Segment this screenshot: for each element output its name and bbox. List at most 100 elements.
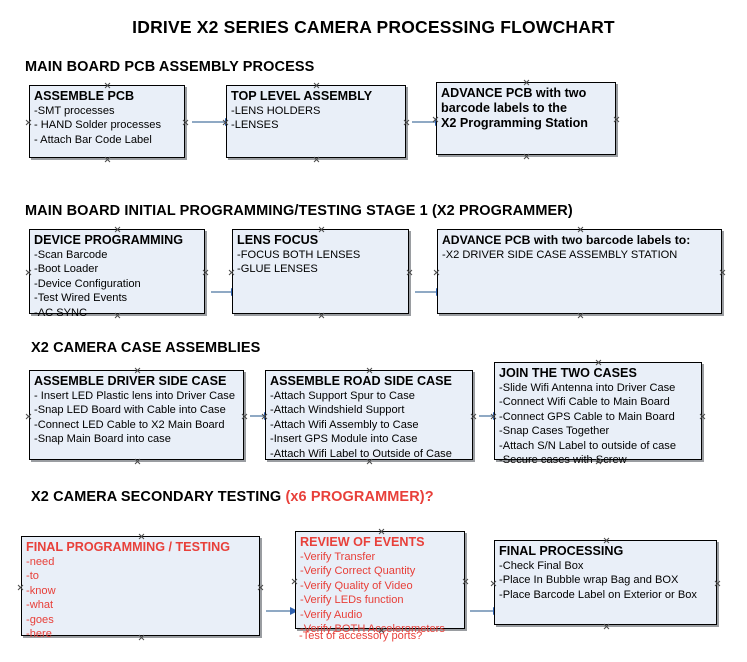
connector-handle-right[interactable]: [403, 119, 410, 126]
box-final-programming-testing[interactable]: FINAL PROGRAMMING / TESTING -need -to -k…: [21, 533, 260, 640]
connector-handle-right[interactable]: [613, 116, 620, 123]
box-lens-focus[interactable]: LENS FOCUS -FOCUS BOTH LENSES -GLUE LENS…: [232, 229, 409, 314]
box-line: -Verify Correct Quantity: [300, 565, 416, 578]
box-title: ASSEMBLE DRIVER SIDE CASE: [34, 374, 227, 388]
box-line: -GLUE LENSES: [237, 263, 318, 276]
box-title: ASSEMBLE PCB: [34, 89, 135, 103]
connector-handle-bottom[interactable]: [603, 623, 610, 630]
section-heading-main-board-pcb-assembly-process: MAIN BOARD PCB ASSEMBLY PROCESS: [25, 59, 315, 75]
connector-handle-bottom[interactable]: [523, 153, 530, 160]
box-title: LENS FOCUS: [237, 233, 319, 247]
box-join-the-two-cases[interactable]: JOIN THE TWO CASES -Slide Wifi Antenna i…: [494, 359, 702, 466]
box-line: -Place Barcode Label on Exterior or Box: [499, 588, 697, 601]
connector-handle-top[interactable]: [114, 226, 121, 233]
arrow-head-icon: [290, 606, 298, 615]
connector-handle-bottom[interactable]: [577, 312, 584, 319]
connector-handle-top[interactable]: [595, 359, 602, 366]
connector-handle-left[interactable]: [25, 119, 32, 126]
connector-handle-bottom[interactable]: [318, 312, 325, 319]
box-line: -Snap Cases Together: [499, 425, 610, 438]
box-line: -Scan Barcode: [34, 249, 108, 261]
connector-handle-right[interactable]: [406, 269, 413, 276]
box-title: ASSEMBLE ROAD SIDE CASE: [270, 374, 452, 388]
section-heading-x2-camera-secondary-testing: X2 CAMERA SECONDARY TESTING (x6 PROGRAMM…: [31, 489, 434, 505]
connector-handle-top[interactable]: [378, 528, 385, 535]
box-review-of-events[interactable]: REVIEW OF EVENTS -Verify Transfer -Verif…: [295, 528, 465, 635]
connector-handle-right[interactable]: [714, 580, 721, 587]
connector-handle-left[interactable]: [25, 413, 32, 420]
connector-handle-top[interactable]: [313, 82, 320, 89]
box-line: - Attach Bar Code Label: [34, 133, 152, 146]
section-heading-main-board-initial-programming-testing-stage-1: MAIN BOARD INITIAL PROGRAMMING/TESTING S…: [25, 203, 573, 219]
connector-handle-left[interactable]: [17, 584, 24, 591]
connector-handle-left[interactable]: [228, 269, 235, 276]
box-line: -Verify BOTH Accelerometers: [300, 623, 445, 636]
connector-handle-left[interactable]: [433, 269, 440, 276]
connector-handle-top[interactable]: [138, 533, 145, 540]
connector-handle-top[interactable]: [134, 367, 141, 374]
box-assemble-pcb[interactable]: ASSEMBLE PCB -SMT processes - HAND Solde…: [29, 85, 185, 158]
connector-handle-right[interactable]: [719, 269, 726, 276]
connector-handle-right[interactable]: [257, 584, 264, 591]
box-title: REVIEW OF EVENTS: [300, 535, 425, 549]
connector-handle-right[interactable]: [699, 413, 706, 420]
connector-road-side-to-join-cases: [479, 411, 501, 420]
connector-driver-side-to-road-side: [250, 411, 272, 420]
box-line: -Verify Quality of Video: [300, 579, 413, 592]
connector-handle-bottom[interactable]: [313, 156, 320, 163]
connector-top-level-assembly-to-advance-pcb: [412, 117, 443, 126]
box-line: -Secure cases with Screw: [499, 454, 627, 467]
box-title: JOIN THE TWO CASES: [499, 366, 637, 380]
box-line: -Place In Bubble wrap Bag and BOX: [499, 574, 679, 587]
box-line: -Connect GPS Cable to Main Board: [499, 410, 675, 423]
box-assemble-driver-side-case[interactable]: ASSEMBLE DRIVER SIDE CASE - Insert LED P…: [29, 370, 244, 460]
box-line: -AC SYNC: [34, 306, 88, 319]
connector-review-of-events-to-final-processing: [470, 606, 501, 615]
box-title: FINAL PROCESSING: [499, 544, 624, 558]
box-title: DEVICE PROGRAMMING: [34, 233, 184, 247]
section-heading-accent: (x6 PROGRAMMER)?: [285, 489, 434, 505]
connector-handle-left[interactable]: [490, 580, 497, 587]
box-line: -Verify Transfer: [300, 551, 376, 563]
box-line: -here: [26, 628, 52, 641]
connector-handle-right[interactable]: [182, 119, 189, 126]
box-line: -Attach S/N Label to outside of case: [499, 439, 676, 452]
connector-handle-right[interactable]: [202, 269, 209, 276]
box-line: -goes: [26, 613, 54, 626]
connector-device-programming-to-lens-focus: [211, 287, 239, 296]
box-line: -SMT processes: [34, 105, 115, 117]
connector-lens-focus-to-advance-pcb-driver-side: [415, 287, 444, 296]
box-line: -Verify Audio: [300, 608, 363, 621]
connector-handle-top[interactable]: [366, 367, 373, 374]
connector-handle-top[interactable]: [318, 226, 325, 233]
box-final-processing[interactable]: FINAL PROCESSING -Check Final Box -Place…: [494, 540, 717, 625]
box-title: ADVANCE PCB with two: [441, 86, 587, 100]
box-line: -LENS HOLDERS: [231, 105, 321, 117]
connector-handle-bottom[interactable]: [134, 458, 141, 465]
box-advance-pcb-to-driver-side-case-assembly[interactable]: ADVANCE PCB with two barcode labels to: …: [437, 229, 722, 314]
connector-handle-right[interactable]: [241, 413, 248, 420]
box-line: -Test Wired Events: [34, 292, 128, 305]
connector-handle-left[interactable]: [291, 578, 298, 585]
box-line: -FOCUS BOTH LENSES: [237, 249, 361, 261]
box-line: -need: [26, 556, 55, 568]
connector-handle-top[interactable]: [577, 226, 584, 233]
box-device-programming[interactable]: DEVICE PROGRAMMING -Scan Barcode -Boot L…: [29, 226, 205, 319]
connector-handle-top[interactable]: [523, 79, 530, 86]
connector-handle-right[interactable]: [462, 578, 469, 585]
box-line: -Check Final Box: [499, 560, 584, 572]
box-assemble-road-side-case[interactable]: ASSEMBLE ROAD SIDE CASE -Attach Support …: [265, 370, 473, 460]
box-title: FINAL PROGRAMMING / TESTING: [26, 540, 231, 554]
box-line: X2 Programming Station: [441, 116, 588, 130]
connector-final-programming-to-review-of-events: [266, 606, 298, 615]
box-line: -LENSES: [231, 119, 279, 132]
connector-handle-left[interactable]: [25, 269, 32, 276]
box-advance-pcb-to-x2-programming-station[interactable]: ADVANCE PCB with two barcode labels to t…: [436, 82, 616, 155]
connector-handle-top[interactable]: [603, 537, 610, 544]
connector-handle-top[interactable]: [104, 82, 111, 89]
connector-handle-right[interactable]: [470, 413, 477, 420]
connector-handle-bottom[interactable]: [104, 156, 111, 163]
box-top-level-assembly[interactable]: TOP LEVEL ASSEMBLY -LENS HOLDERS -LENSES: [226, 85, 406, 158]
box-line: -Device Configuration: [34, 277, 141, 290]
